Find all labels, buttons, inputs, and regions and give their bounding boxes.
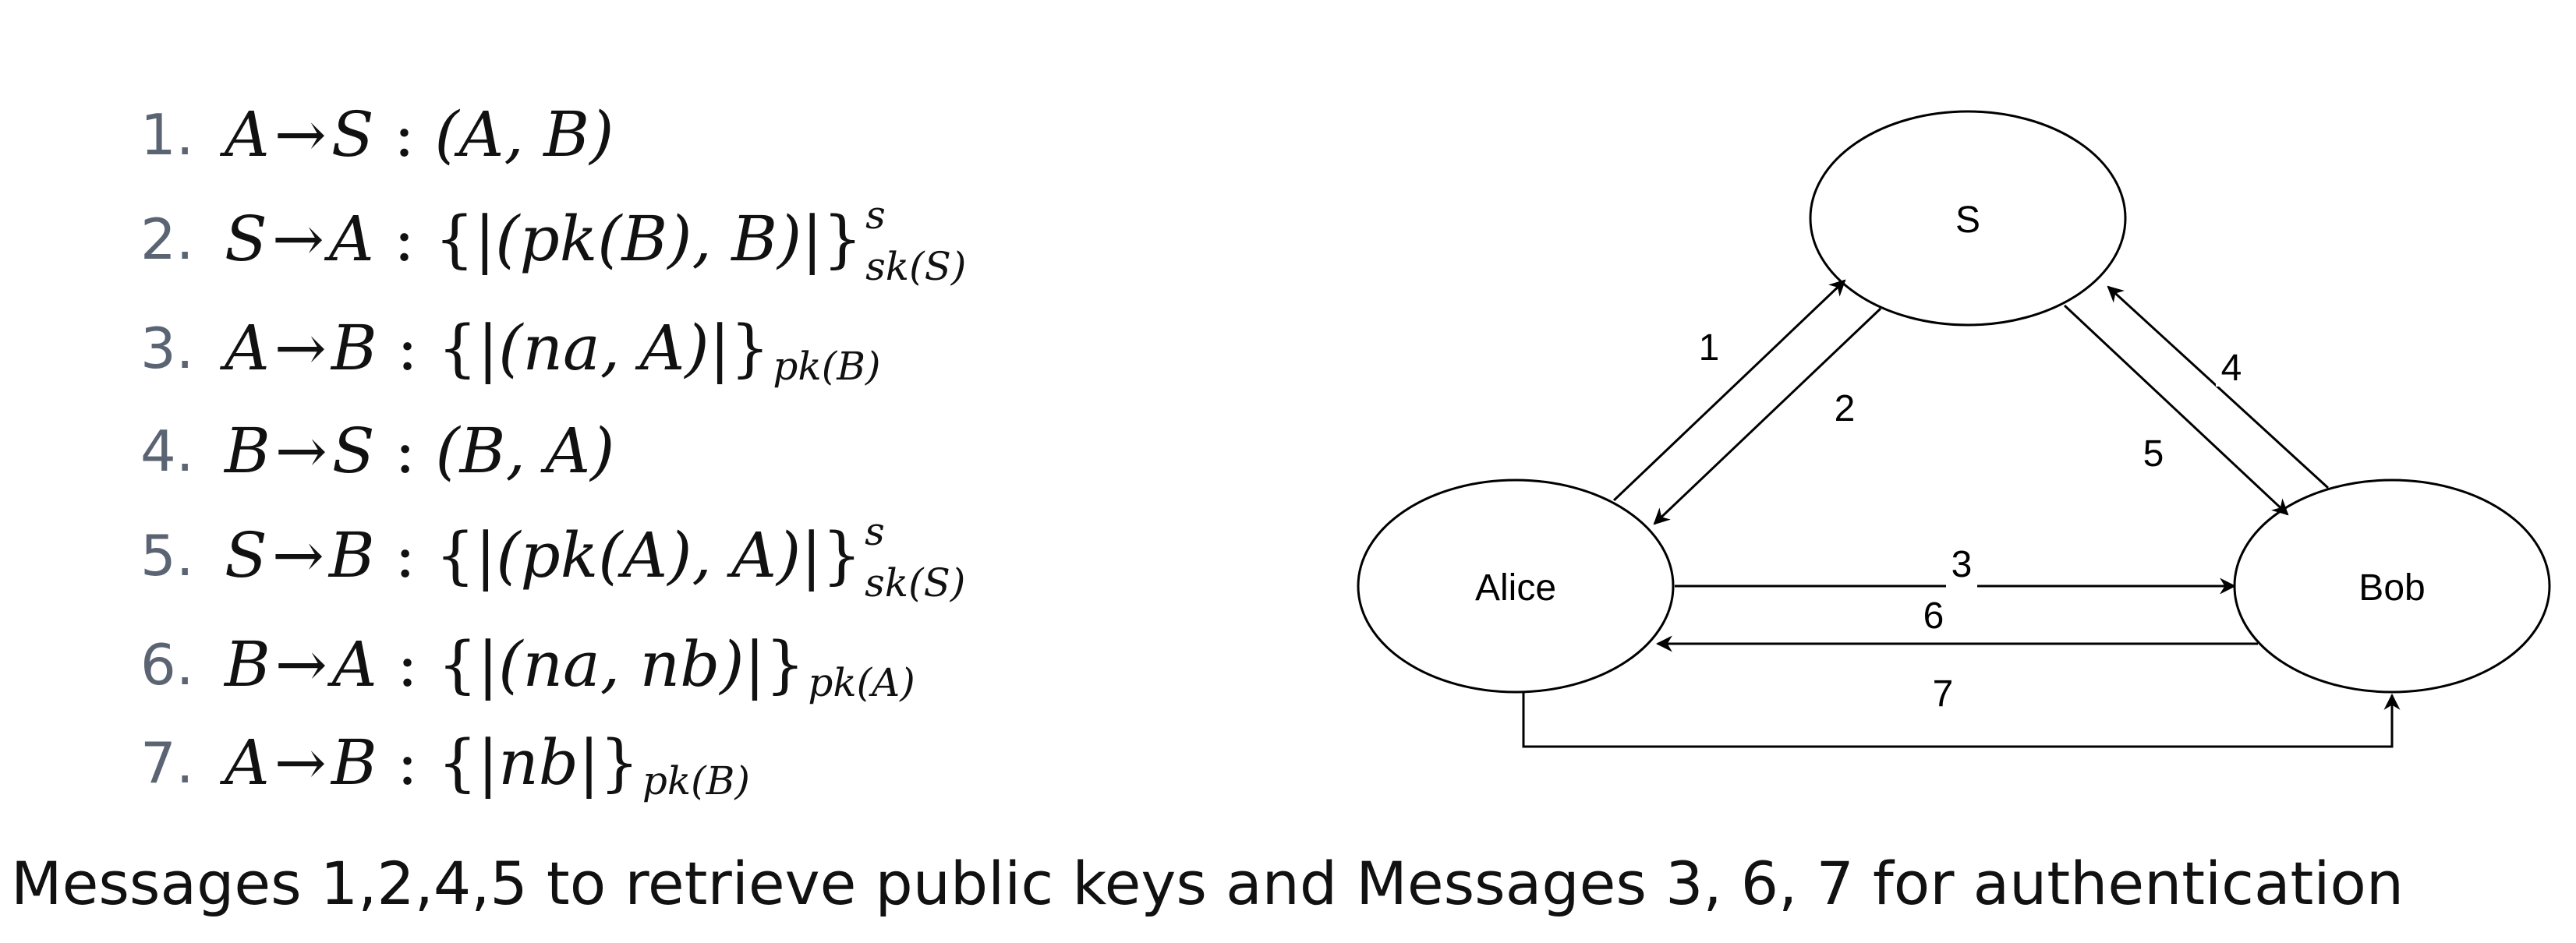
caption: Messages 1,2,4,5 to retrieve public keys… (11, 849, 2404, 918)
message-body: (A, B) (434, 98, 614, 171)
message-body: (pk(A), A) (496, 519, 801, 592)
encryption-key: sk(S) (865, 244, 967, 289)
message-formula: B→A : {|(na, nb)|}pk(A) (225, 628, 915, 705)
edge-5-arrow (2063, 304, 2289, 516)
node-server: S (1809, 110, 2127, 327)
message-number: 1. (140, 102, 194, 168)
node-bob: Bob (2233, 479, 2551, 694)
edge-1-label: 1 (1699, 327, 1720, 369)
message-number: 3. (140, 316, 194, 381)
edge-4-label: 4 (2221, 348, 2242, 389)
encryption-key: sk(S) (865, 560, 966, 606)
encryption-key: pk(A) (808, 660, 915, 705)
message-formula: A→B : {|nb|}pk(B) (225, 726, 750, 803)
message-body: (B, A) (435, 415, 615, 487)
node-alice-label: Alice (1475, 567, 1556, 609)
protocol-diagram: S Alice Bob 1 2 3 4 5 6 7 (1357, 110, 2551, 748)
edge-6-label: 6 (1923, 595, 1944, 637)
message-formula: A→B : {|(na, A)|}pk(B) (225, 312, 881, 389)
message-number: 5. (140, 523, 194, 588)
message-body: (pk(B), B) (495, 203, 802, 275)
node-alice: Alice (1357, 479, 1675, 694)
encryption-key: pk(B) (773, 344, 881, 389)
edge-1-arrow (1612, 279, 1846, 502)
edge-7-label: 7 (1933, 673, 1954, 715)
edge-2-label: 2 (1835, 388, 1856, 429)
message-body: (na, nb) (498, 628, 745, 701)
message-body: (na, A) (498, 312, 709, 384)
message-body: nb (498, 726, 579, 799)
message-formula: A→S : (A, B) (225, 98, 614, 171)
edge-3-label: 3 (1951, 544, 1973, 585)
node-server-label: S (1955, 200, 1980, 241)
message-number: 2. (140, 207, 194, 272)
node-bob-label: Bob (2358, 567, 2425, 609)
message-number: 6. (140, 632, 194, 698)
edge-4-arrow (2107, 285, 2330, 489)
encryption-superscript: s (865, 509, 885, 554)
message-list: 1. A→S : (A, B) 2. S→A : {|(pk(B), B)|}s… (0, 0, 1247, 857)
encryption-key: pk(B) (642, 758, 750, 803)
edge-7-arrow (1522, 692, 2401, 748)
edge-5-label: 5 (2143, 433, 2164, 475)
message-formula: B→S : (B, A) (225, 415, 615, 487)
encryption-superscript: s (865, 192, 886, 238)
message-number: 7. (140, 730, 194, 796)
message-number: 4. (140, 419, 194, 484)
edge-2-arrow (1653, 307, 1882, 525)
